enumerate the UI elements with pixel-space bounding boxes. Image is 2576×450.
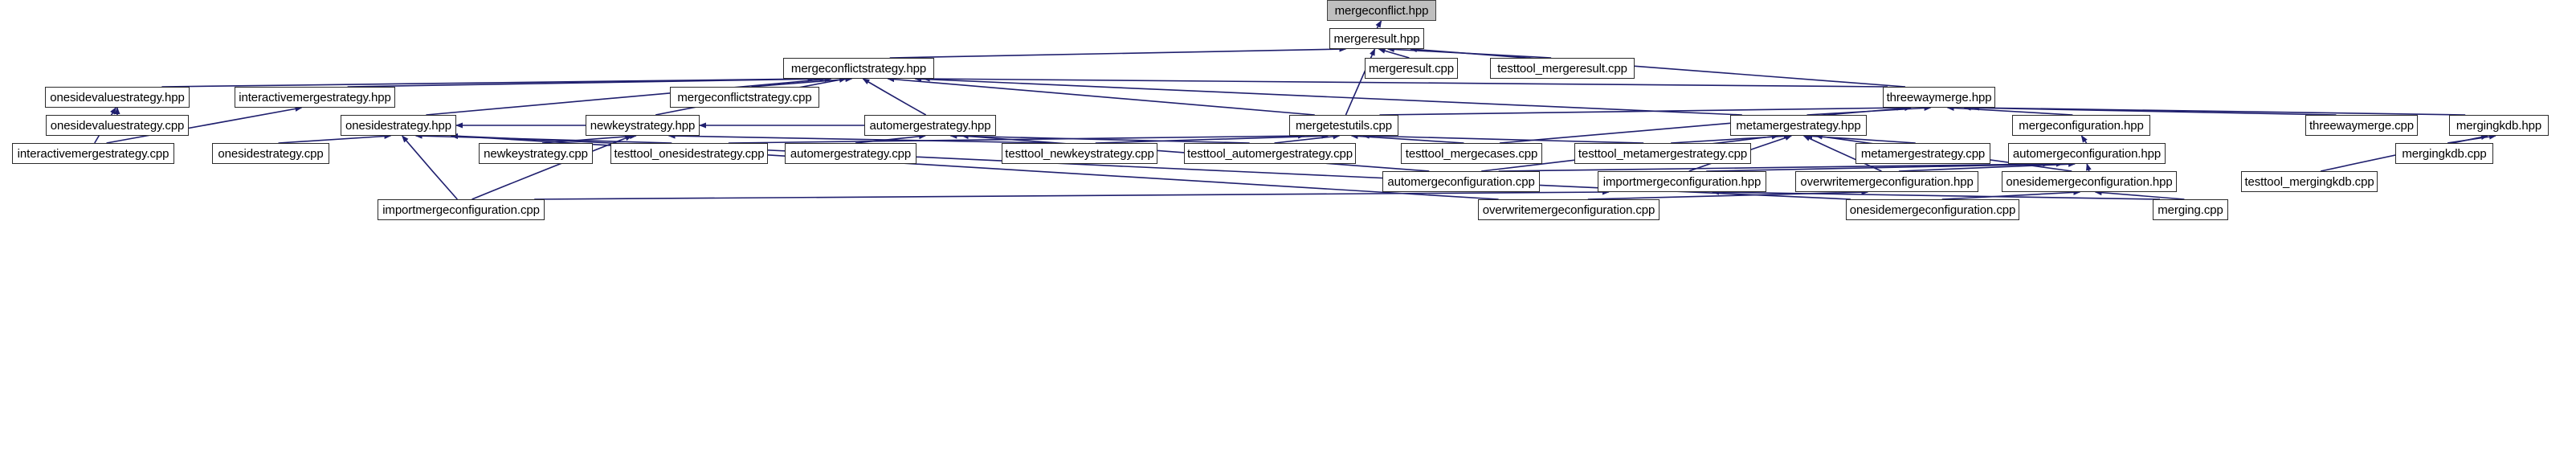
graph-node-label: testtool_mergecases.cpp	[1405, 146, 1538, 161]
graph-node-label: testtool_mergingkdb.cpp	[2244, 174, 2374, 189]
graph-node-label: mergingkdb.hpp	[2456, 118, 2542, 133]
graph-node-mergetestutils-cpp[interactable]: mergetestutils.cpp	[1289, 115, 1398, 136]
graph-node-label: overwritemergeconfiguration.hpp	[1800, 174, 1974, 189]
graph-node-label: onesidevaluestrategy.hpp	[50, 90, 185, 104]
graph-node-label: mergeconfiguration.hpp	[2019, 118, 2144, 133]
graph-node-automergestrategy-hpp[interactable]: automergestrategy.hpp	[864, 115, 996, 136]
graph-node-label: onesidemergeconfiguration.cpp	[1849, 202, 2016, 217]
graph-node-label: mergeconflictstrategy.hpp	[790, 61, 927, 76]
graph-node-label: metamergestrategy.cpp	[1860, 146, 1986, 161]
graph-node-label: merging.cpp	[2158, 202, 2223, 217]
graph-node-label: threewaymerge.hpp	[1886, 90, 1992, 104]
graph-node-label: importmergeconfiguration.cpp	[382, 202, 540, 217]
graph-node-label: testtool_newkeystrategy.cpp	[1005, 146, 1154, 161]
graph-node-mergeconflictstrategy-cpp[interactable]: mergeconflictstrategy.cpp	[670, 87, 819, 108]
graph-node-interactivemergestrategy-hpp[interactable]: interactivemergestrategy.hpp	[235, 87, 395, 108]
graph-node-testtool-onesidestrategy-cpp[interactable]: testtool_onesidestrategy.cpp	[610, 143, 768, 164]
graph-node-label: automergeconfiguration.hpp	[2012, 146, 2162, 161]
graph-node-label: automergeconfiguration.cpp	[1387, 174, 1535, 189]
graph-node-label: onesidemergeconfiguration.hpp	[2006, 174, 2173, 189]
graph-node-automergeconfiguration-cpp[interactable]: automergeconfiguration.cpp	[1382, 171, 1540, 192]
graph-node-onesidevaluestrategy-cpp[interactable]: onesidevaluestrategy.cpp	[46, 115, 189, 136]
graph-node-automergeconfiguration-hpp[interactable]: automergeconfiguration.hpp	[2008, 143, 2166, 164]
graph-node-label: onesidestrategy.cpp	[218, 146, 324, 161]
graph-node-interactivemergestrategy-cpp[interactable]: interactivemergestrategy.cpp	[12, 143, 174, 164]
graph-node-mergeconfiguration-hpp[interactable]: mergeconfiguration.hpp	[2012, 115, 2150, 136]
graph-node-threewaymerge-cpp[interactable]: threewaymerge.cpp	[2305, 115, 2418, 136]
graph-node-metamergestrategy-hpp[interactable]: metamergestrategy.hpp	[1730, 115, 1867, 136]
graph-node-metamergestrategy-cpp[interactable]: metamergestrategy.cpp	[1855, 143, 1990, 164]
graph-node-label: onesidestrategy.hpp	[345, 118, 452, 133]
graph-node-label: mergingkdb.cpp	[2402, 146, 2487, 161]
graph-node-merging-cpp[interactable]: merging.cpp	[2153, 199, 2228, 220]
graph-node-newkeystrategy-cpp[interactable]: newkeystrategy.cpp	[479, 143, 593, 164]
graph-node-label: threewaymerge.cpp	[2309, 118, 2415, 133]
graph-node-onesidemergeconfiguration-cpp[interactable]: onesidemergeconfiguration.cpp	[1846, 199, 2019, 220]
graph-node-testtool-automergestrategy-cpp[interactable]: testtool_automergestrategy.cpp	[1184, 143, 1356, 164]
graph-node-onesidemergeconfiguration-hpp[interactable]: onesidemergeconfiguration.hpp	[2002, 171, 2177, 192]
graph-node-label: testtool_onesidestrategy.cpp	[614, 146, 765, 161]
graph-node-mergeconflict-hpp[interactable]: mergeconflict.hpp	[1327, 0, 1436, 21]
graph-node-testtool-mergingkdb-cpp[interactable]: testtool_mergingkdb.cpp	[2241, 171, 2378, 192]
graph-node-label: testtool_metamergestrategy.cpp	[1578, 146, 1748, 161]
graph-node-onesidevaluestrategy-hpp[interactable]: onesidevaluestrategy.hpp	[45, 87, 190, 108]
graph-node-label: newkeystrategy.cpp	[484, 146, 588, 161]
graph-node-label: testtool_automergestrategy.cpp	[1187, 146, 1353, 161]
graph-node-label: overwritemergeconfiguration.cpp	[1482, 202, 1655, 217]
graph-node-mergingkdb-hpp[interactable]: mergingkdb.hpp	[2449, 115, 2549, 136]
graph-node-label: automergestrategy.cpp	[790, 146, 912, 161]
graph-node-testtool-newkeystrategy-cpp[interactable]: testtool_newkeystrategy.cpp	[1002, 143, 1157, 164]
graph-node-label: mergeresult.cpp	[1368, 61, 1455, 76]
graph-node-label: mergeconflictstrategy.cpp	[677, 90, 812, 104]
graph-node-threewaymerge-hpp[interactable]: threewaymerge.hpp	[1883, 87, 1995, 108]
graph-node-importmergeconfiguration-cpp[interactable]: importmergeconfiguration.cpp	[378, 199, 545, 220]
graph-node-onesidestrategy-cpp[interactable]: onesidestrategy.cpp	[212, 143, 329, 164]
graph-node-testtool-mergeresult-cpp[interactable]: testtool_mergeresult.cpp	[1490, 58, 1635, 79]
graph-node-onesidestrategy-hpp[interactable]: onesidestrategy.hpp	[341, 115, 456, 136]
graph-node-mergeresult-hpp[interactable]: mergeresult.hpp	[1329, 28, 1424, 49]
graph-node-importmergeconfiguration-hpp[interactable]: importmergeconfiguration.hpp	[1598, 171, 1766, 192]
graph-node-automergestrategy-cpp[interactable]: automergestrategy.cpp	[785, 143, 917, 164]
graph-node-label: interactivemergestrategy.hpp	[239, 90, 391, 104]
graph-node-newkeystrategy-hpp[interactable]: newkeystrategy.hpp	[586, 115, 700, 136]
graph-node-mergeresult-cpp[interactable]: mergeresult.cpp	[1365, 58, 1458, 79]
graph-node-mergingkdb-cpp[interactable]: mergingkdb.cpp	[2395, 143, 2493, 164]
graph-node-label: interactivemergestrategy.cpp	[17, 146, 169, 161]
graph-node-label: newkeystrategy.hpp	[590, 118, 696, 133]
graph-node-overwritemergeconfiguration-cpp[interactable]: overwritemergeconfiguration.cpp	[1478, 199, 1659, 220]
graph-node-overwritemergeconfiguration-hpp[interactable]: overwritemergeconfiguration.hpp	[1795, 171, 1978, 192]
graph-node-label: onesidevaluestrategy.cpp	[50, 118, 185, 133]
graph-node-mergeconflictstrategy-hpp[interactable]: mergeconflictstrategy.hpp	[783, 58, 934, 79]
graph-node-testtool-mergecases-cpp[interactable]: testtool_mergecases.cpp	[1401, 143, 1542, 164]
graph-node-label: automergestrategy.hpp	[869, 118, 991, 133]
graph-node-label: testtool_mergeresult.cpp	[1497, 61, 1627, 76]
graph-node-label: importmergeconfiguration.hpp	[1602, 174, 1762, 189]
graph-node-label: mergeresult.hpp	[1333, 31, 1420, 46]
graph-node-label: mergetestutils.cpp	[1296, 118, 1392, 133]
graph-node-testtool-metamergestrategy-cpp[interactable]: testtool_metamergestrategy.cpp	[1574, 143, 1751, 164]
graph-node-label: metamergestrategy.hpp	[1736, 118, 1861, 133]
graph-node-label: mergeconflict.hpp	[1334, 3, 1429, 18]
